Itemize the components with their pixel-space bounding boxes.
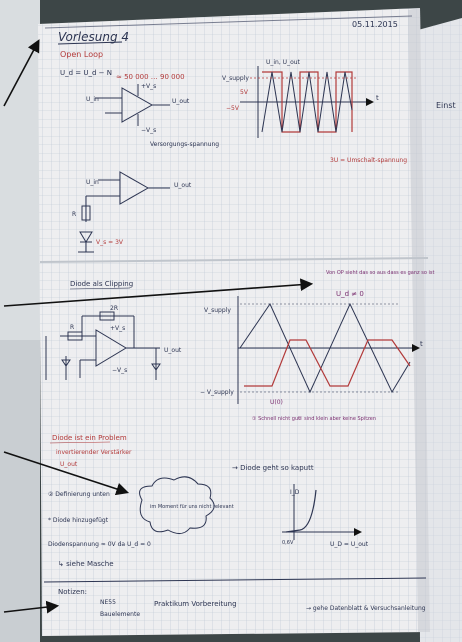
clip-u0: U(0)	[270, 399, 283, 406]
clip-note-b1: ① Schnell nicht gut	[252, 416, 300, 422]
arrow-title	[3, 39, 40, 107]
notes-line2: U_out	[60, 461, 78, 468]
clip-neg-vsupply: − V_supply	[200, 389, 234, 396]
margin-note: Einst	[436, 101, 456, 110]
notizen-item1: NE55	[100, 599, 116, 606]
clip-note-top: Von OP sieht das so aus dass es ganz so …	[326, 270, 434, 276]
opamp-2-circuit	[78, 171, 170, 253]
clip-out: U_out	[164, 347, 182, 354]
notizen-section: Notizen: NE55 Bauelemente Praktikum Vorb…	[43, 577, 427, 618]
iv-origin: 0,6V	[282, 540, 294, 546]
clipping-heading: Diode als Clipping	[70, 280, 133, 288]
iv-xlabel: U_D = U_out	[330, 541, 369, 548]
notizen-heading: Notizen:	[58, 588, 87, 596]
cloud-text: im Moment für uns nicht relevant	[150, 504, 234, 510]
notebook-page	[38, 8, 430, 636]
clipping-graph	[237, 296, 420, 404]
umschalt-note: 3U = Umschalt-spannung	[330, 157, 407, 164]
graph-t: t	[376, 94, 379, 102]
clip-r2: 2R	[110, 305, 118, 312]
page-title: Vorlesung 4	[58, 30, 129, 44]
opamp1-out: U_out	[172, 98, 190, 105]
notizen-middle: Praktikum Vorbereitung	[154, 600, 237, 608]
arrow-notes	[3, 451, 130, 496]
clip-vplus: +V_s	[110, 325, 125, 332]
opamp1-vminus: −V_s	[141, 127, 156, 134]
open-loop-graph	[240, 66, 374, 138]
opamp-1	[95, 84, 170, 126]
iv-ylabel: I_D	[290, 489, 300, 496]
clipping-circuit	[45, 311, 161, 380]
date: 05.11.2015	[352, 20, 398, 29]
notizen-right: → gehe Datenblatt & Versuchsanleitung	[306, 605, 426, 612]
diode-clipping-section: Diode als Clipping Von OP sieht das so a…	[45, 270, 434, 422]
gain-values: ≈ 50 000 … 90 000	[116, 73, 185, 81]
notes-line6: ↳ siehe Masche	[58, 560, 114, 568]
notes-line4: * Diode hinzugefügt	[48, 517, 109, 524]
clip-r1: R	[70, 324, 74, 331]
notes-line1: invertierender Verstärker	[56, 449, 132, 456]
open-loop-heading: Open Loop	[60, 50, 103, 59]
c2-vs: V_s = 3V	[96, 239, 124, 246]
arrow-clipping	[3, 278, 314, 307]
graph-vsupply: V_supply	[222, 75, 249, 82]
clip-vminus: −V_s	[112, 367, 127, 374]
clip-note-top2: U_d ≠ 0	[336, 290, 364, 298]
c2-in: U_in	[86, 179, 99, 186]
notes-line5: Diodenspannung ≈ 0V da U_d = 0	[48, 541, 151, 548]
clip-vsupply: V_supply	[204, 307, 231, 314]
graph-5v: 5V	[240, 89, 249, 96]
graph-neg5v: −5V	[226, 105, 240, 112]
c2-out: U_out	[174, 182, 192, 189]
arrow-notizen	[3, 600, 60, 614]
diode-notes-section: Diode ist ein Problem invertierender Ver…	[48, 434, 369, 568]
diode-iv-graph	[282, 484, 362, 540]
graph-ylabel: U_in, U_out	[266, 59, 301, 66]
notizen-item2: Bauelemente	[100, 611, 140, 618]
gain-formula: U_d = U_d − N	[60, 69, 112, 77]
notes-heading: Diode ist ein Problem	[52, 434, 127, 442]
adjacent-page	[418, 18, 462, 642]
open-loop-section: Open Loop U_d = U_d − N ≈ 50 000 … 90 00…	[60, 50, 407, 253]
clip-t: t	[420, 340, 423, 348]
thought-cloud	[139, 476, 215, 534]
clip-note-b2: ② sind klein aber keine Spitzen	[298, 416, 376, 422]
opamp1-in: U_in	[86, 96, 99, 103]
c2-r: R	[72, 211, 76, 218]
supply-note: Versorgungs-spannung	[150, 141, 219, 148]
notes-line3: ② Definierung unten	[48, 491, 110, 498]
diode-broken: → Diode geht so kaputt	[232, 464, 314, 472]
opamp1-vplus: +V_s	[141, 83, 156, 90]
annotation-arrows	[3, 39, 314, 614]
